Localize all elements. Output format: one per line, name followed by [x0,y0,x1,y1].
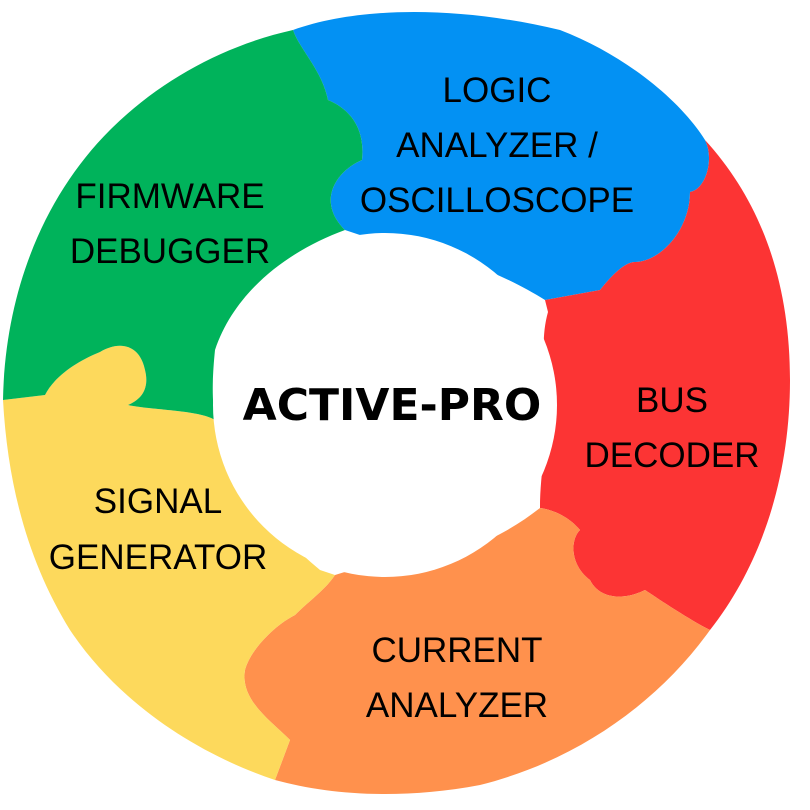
label-line: LOGIC [443,71,552,110]
center-circle [213,233,557,577]
label-line: BUS [636,381,708,420]
label-firmware-debugger: FIRMWARE DEBUGGER [70,177,270,271]
label-line: CURRENT [371,631,542,670]
label-line: DECODER [584,436,759,475]
label-current-analyzer: CURRENT ANALYZER [366,631,548,725]
segment-logic-analyzer [293,12,710,300]
label-line: FIRMWARE [75,177,264,216]
segment-bus-decoder [540,140,790,630]
segment-signal-generator [3,345,335,780]
label-line: OSCILLOSCOPE [360,181,634,220]
segment-current-analyzer [244,508,710,795]
label-line: DEBUGGER [70,232,270,271]
label-logic-analyzer: LOGIC ANALYZER / OSCILLOSCOPE [360,71,634,220]
center-title: ACTIVE-PRO [243,380,542,431]
label-bus-decoder: BUS DECODER [584,381,759,475]
label-signal-generator: SIGNAL GENERATOR [49,482,267,577]
label-line: ANALYZER / [396,126,598,165]
segment-firmware-debugger [3,30,363,420]
label-line: GENERATOR [49,538,267,577]
label-line: SIGNAL [94,482,222,521]
label-line: ANALYZER [366,686,548,725]
